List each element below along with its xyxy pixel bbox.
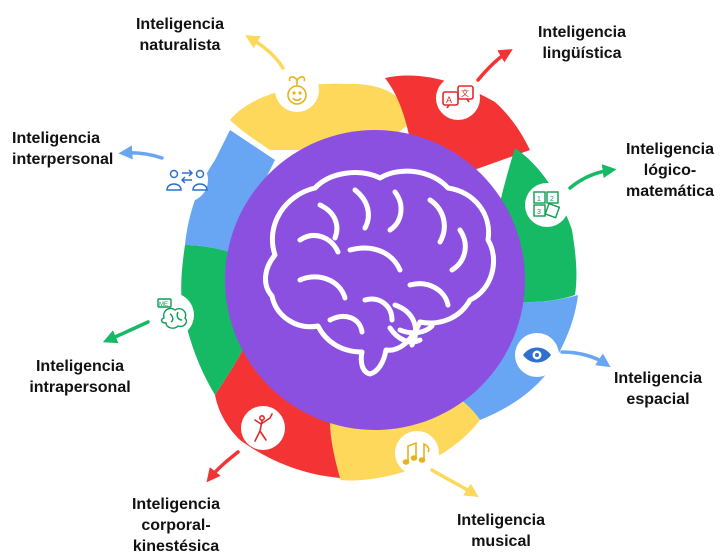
brain-speech-icon: ME [157, 298, 188, 329]
sprout-face-icon [287, 76, 307, 105]
icon-disc-naturalista [275, 68, 319, 112]
arrow-interpersonal [118, 145, 164, 160]
svg-text:文: 文 [461, 88, 469, 98]
segment-linguistica [385, 75, 530, 175]
label-interpersonal: Inteligencia interpersonal [12, 130, 114, 168]
icon-disc-intrapersonal: ME [150, 293, 194, 337]
label-intrapersonal: Inteligencia intrapersonal [29, 358, 131, 396]
label-linguistica: Inteligencia lingüística [537, 24, 627, 62]
icon-disc-espacial [515, 333, 559, 377]
number-puzzle-icon: 1 2 3 [533, 191, 561, 219]
svg-text:A: A [446, 95, 452, 105]
icon-disc-interpersonal [164, 158, 208, 202]
arrow-intrapersonal [102, 320, 150, 344]
brain-icon [263, 168, 497, 377]
arrow-musical [430, 468, 479, 498]
icon-disc-corporal-kinestesica [241, 406, 285, 450]
label-naturalista: Inteligencia naturalista [135, 16, 225, 54]
dancer-icon [254, 413, 273, 442]
arrow-linguistica [476, 49, 513, 82]
arrow-corporal-kinestesica [206, 450, 240, 483]
icon-disc-musical [395, 431, 439, 475]
label-logico-matematica: Inteligencia lógico- matemática [625, 141, 715, 200]
label-corporal-kinestesica: Inteligencia corporal- kinestésica [131, 496, 221, 555]
label-musical: Inteligencia musical [456, 512, 546, 550]
two-people-exchange-icon [166, 169, 208, 191]
icon-disc-linguistica: A 文 [436, 76, 480, 120]
label-espacial: Inteligencia espacial [613, 370, 703, 408]
svg-text:ME: ME [159, 302, 168, 308]
music-notes-icon [402, 441, 430, 465]
arrow-logico-matematica [568, 164, 617, 190]
translate-chat-icon: A 文 [442, 85, 474, 109]
center-circle [225, 130, 525, 430]
arrow-naturalista [245, 35, 285, 70]
svg-text:1: 1 [537, 196, 541, 203]
arrow-espacial [560, 350, 611, 368]
eye-icon [523, 347, 551, 363]
svg-text:2: 2 [550, 196, 554, 203]
svg-text:3: 3 [537, 209, 541, 216]
segment-interpersonal [185, 130, 275, 255]
icon-disc-logico-matematica: 1 2 3 [525, 183, 569, 227]
